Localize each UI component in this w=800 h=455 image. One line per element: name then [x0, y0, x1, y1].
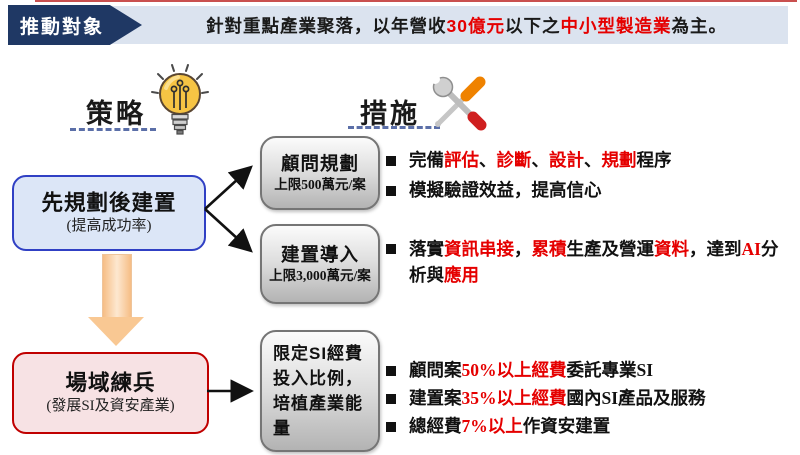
build-deploy-bullet-list: 落實資訊串接，累積生產及營運資料，達到AI分析與應用	[386, 236, 791, 288]
bullet-text: 完備評估、診斷、設計、規劃程序	[409, 150, 672, 170]
wrench-screwdriver-icon	[430, 74, 487, 131]
bullet-text: 落實資訊串接，累積生產及營運資料，達到AI分析與應用	[409, 239, 779, 285]
bullet-square-icon	[386, 394, 396, 404]
strategy-box-field-training: 場域練兵 (發展SI及資安產業)	[12, 352, 209, 434]
strategy-box-subtitle: (發展SI及資安產業)	[46, 398, 175, 414]
bullet-square-icon	[386, 366, 396, 376]
list-item: 完備評估、診斷、設計、規劃程序	[386, 148, 672, 173]
measures-heading: 措施	[360, 99, 420, 129]
measure-box-si-funding-ratio: 限定SI經費投入比例，培植產業能量	[260, 330, 380, 452]
bullet-square-icon	[386, 422, 396, 432]
list-item: 模擬驗證效益，提高信心	[386, 178, 672, 203]
bullet-text: 顧問案50%以上經費委託專業SI	[409, 360, 654, 380]
strategy-underline	[70, 128, 156, 131]
down-arrow-shaft	[102, 254, 132, 317]
lightbulb-icon	[151, 64, 209, 135]
strategy-box-title: 場域練兵	[65, 371, 156, 395]
bullet-square-icon	[386, 186, 396, 196]
list-item: 顧問案50%以上經費委託專業SI	[386, 358, 706, 383]
funding-ratio-bullet-list: 顧問案50%以上經費委託專業SI 建置案35%以上經費國內SI產品及服務 總經費…	[386, 358, 706, 439]
banner-label-text: 推動對象	[19, 16, 104, 38]
bullet-text: 模擬驗證效益，提高信心	[409, 180, 602, 200]
bullet-square-icon	[386, 244, 396, 254]
banner-text: 針對重點產業聚落，以年營收30億元以下之中小型製造業為主。	[206, 15, 727, 36]
top-border-line	[35, 0, 797, 2]
list-item: 總經費7%以上作資安建置	[386, 414, 706, 439]
measure-box-limit: 上限500萬元/案	[274, 177, 366, 192]
measure-box-limit: 上限3,000萬元/案	[269, 268, 371, 283]
bullet-square-icon	[386, 156, 396, 166]
bullet-text: 建置案35%以上經費國內SI產品及服務	[409, 388, 706, 408]
strategy-box-subtitle: (提高成功率)	[66, 218, 152, 234]
measure-box-consultant-planning: 顧問規劃 上限500萬元/案	[260, 136, 380, 210]
strategy-box-title: 先規劃後建置	[41, 191, 177, 215]
measures-underline	[348, 126, 440, 129]
strategy-box-plan-first: 先規劃後建置 (提高成功率)	[12, 175, 206, 251]
banner: 針對重點產業聚落，以年營收30億元以下之中小型製造業為主。	[35, 6, 788, 44]
measure-box-title: 建置導入	[280, 244, 359, 265]
banner-label-arrow: 推動對象	[8, 5, 142, 45]
bullet-text: 總經費7%以上作資安建置	[409, 416, 611, 436]
strategy-heading: 策略	[86, 99, 146, 129]
measure-box-build-deploy: 建置導入 上限3,000萬元/案	[260, 224, 380, 304]
down-arrow-head	[88, 317, 144, 346]
measure-box-title: 限定SI經費投入比例，培植產業能量	[273, 344, 364, 438]
list-item: 落實資訊串接，累積生產及營運資料，達到AI分析與應用	[386, 236, 791, 288]
consultant-bullet-list: 完備評估、診斷、設計、規劃程序 模擬驗證效益，提高信心	[386, 148, 672, 203]
list-item: 建置案35%以上經費國內SI產品及服務	[386, 386, 706, 411]
measure-box-title: 顧問規劃	[280, 153, 359, 174]
